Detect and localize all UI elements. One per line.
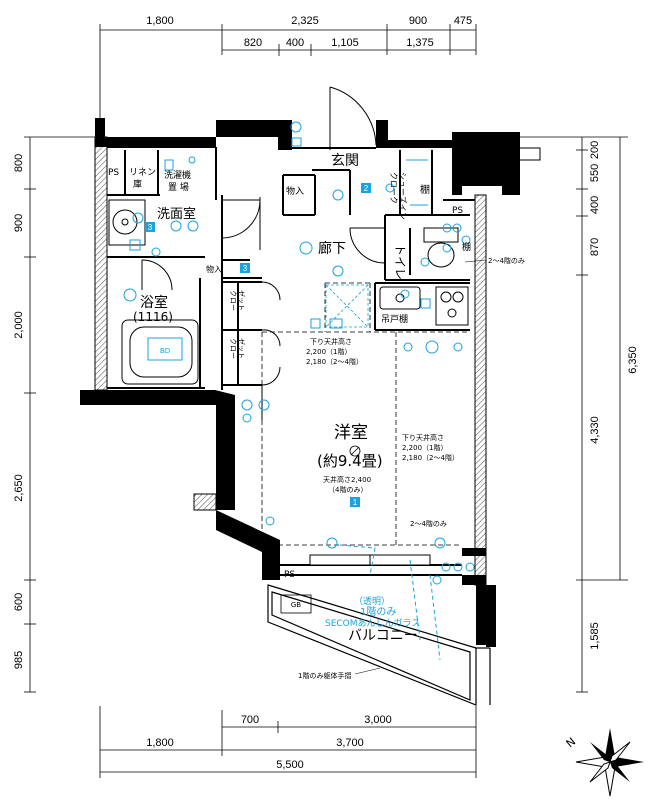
badge-3b: 3 — [243, 264, 248, 273]
dim-right-400: 400 — [589, 196, 601, 214]
room-hallway: 廊下 — [318, 240, 346, 257]
room-shelf-toilet: 棚 — [462, 241, 471, 253]
dim-top-2325: 2,325 — [291, 15, 319, 27]
dim-right-6350: 6,350 — [627, 346, 639, 374]
dim-left-600: 600 — [13, 593, 25, 611]
badge-1: 1 — [353, 498, 358, 507]
note-glass-3: SECOMあんしんガラス — [325, 618, 420, 629]
room-ps-bottom: PS — [284, 570, 295, 580]
room-storage2: 物入 — [206, 264, 222, 274]
dim-top-475: 475 — [454, 15, 472, 27]
dim-bottom-3000: 3,000 — [364, 714, 392, 726]
electrical-symbols — [123, 121, 475, 585]
room-washroom: 洗面室 — [157, 206, 196, 222]
dim-bottom-3700: 3,700 — [336, 737, 364, 749]
ceiling-light-icon — [349, 445, 361, 457]
dim-left-800: 800 — [13, 154, 25, 172]
room-western-size: (約9.4畳) — [317, 452, 383, 470]
gb-box — [280, 594, 312, 614]
note-ceiling-right-1: 下り天井高さ — [402, 433, 444, 442]
note-glass-2: 1階のみ — [360, 606, 396, 618]
note-ceiling-right-3: 2,180（2～4階） — [402, 453, 459, 462]
dim-top-1800: 1,800 — [146, 15, 174, 27]
note-ceiling-left-1: 下り天井高さ — [310, 337, 352, 346]
bottom-dimensions — [99, 706, 477, 778]
top-dimensions — [99, 24, 477, 120]
dim-left-985: 985 — [13, 651, 25, 669]
badge-3a: 3 — [148, 223, 153, 232]
room-labels: 玄関 棚 MB PS PS PS 洗面室 物入 物入 廊下 トイレ 棚 浴室 (… — [108, 152, 489, 644]
note-ceiling-height-1: 天井高さ2,400 — [323, 475, 371, 484]
gb-label: GB — [291, 601, 301, 609]
bathtub — [121, 319, 199, 385]
dim-bottom-1800: 1,800 — [146, 737, 174, 749]
room-closet1: クローゼット — [229, 290, 246, 311]
compass-n: N — [564, 735, 579, 750]
dim-top-400: 400 — [286, 37, 304, 49]
room-western: 洋室 — [334, 423, 368, 443]
room-hanging-cupboard: 吊戸棚 — [381, 313, 408, 325]
pantry-cross — [325, 284, 369, 328]
room-closet2: クローゼット — [229, 338, 246, 359]
dim-right-1585: 1,585 — [589, 622, 601, 650]
note-ceiling-left-3: 2,180（2～4階） — [306, 357, 363, 366]
dim-top-1375: 1,375 — [406, 37, 434, 49]
note-ceiling-right-2: 2,200（1階） — [402, 443, 448, 452]
badge-2: 2 — [364, 184, 369, 193]
left-dim-labels: 800 900 2,000 2,650 600 985 — [13, 154, 25, 669]
note-railing: 1階のみ躯体手摺 — [298, 671, 351, 680]
room-ps-top: PS — [108, 168, 119, 178]
room-balcony: バルコニー — [348, 628, 418, 644]
bd-label: BD — [160, 347, 170, 355]
dim-bottom-700: 700 — [241, 714, 259, 726]
room-mb: MB — [472, 152, 489, 165]
room-shelf: 棚 — [420, 183, 430, 196]
door-swings — [141, 86, 386, 420]
dim-left-2650: 2,650 — [13, 474, 25, 502]
room-linen: リネン庫 — [129, 167, 156, 190]
right-dimensions — [520, 136, 628, 693]
balcony-outline — [267, 584, 491, 706]
exterior-walls — [94, 136, 487, 586]
dim-right-4330: 4,330 — [589, 416, 601, 444]
glass-callout — [339, 544, 441, 661]
dim-right-550: 550 — [589, 164, 601, 182]
room-entrance: 玄関 — [331, 152, 359, 169]
room-ps-right: PS — [452, 206, 463, 216]
note-ceiling-left-2: 2,200（1階） — [306, 347, 352, 356]
dim-left-2000: 2,000 — [13, 311, 25, 339]
dim-right-870: 870 — [589, 238, 601, 256]
structural-walls — [80, 118, 541, 647]
toilet-fixture — [423, 227, 459, 268]
room-badges: 1 2 3 3 — [145, 183, 371, 507]
room-bathroom: 浴室 — [140, 294, 168, 311]
room-bathroom-size: (1116) — [133, 310, 173, 324]
dim-bottom-5500: 5,500 — [276, 759, 304, 771]
room-shoe-closet: シューズインクローク — [389, 172, 408, 220]
room-washer: 洗濯機置 場 — [164, 169, 191, 193]
left-dimensions — [24, 136, 95, 693]
compass-icon — [575, 728, 644, 797]
room-toilet-label: トイレ — [393, 244, 407, 280]
room-storage1: 物入 — [286, 185, 304, 197]
note-glass-1: （透明） — [354, 596, 390, 607]
note-floor-2-4-a: 2～4階のみ — [488, 256, 525, 265]
dim-right-200: 200 — [589, 141, 601, 159]
dim-top-1105: 1,105 — [331, 37, 359, 49]
ceiling-dashed — [261, 282, 470, 546]
dim-top-820: 820 — [244, 37, 262, 49]
interior-walls — [107, 146, 475, 576]
dim-top-900: 900 — [409, 15, 427, 27]
note-floor-2-4-b: 2～4階のみ — [410, 519, 447, 528]
note-ceiling-height-2: （4階のみ） — [328, 485, 367, 494]
right-dim-labels: 200 550 400 870 4,330 1,585 6,350 — [589, 141, 639, 650]
dim-left-900: 900 — [13, 214, 25, 232]
sliding-window — [309, 554, 431, 566]
